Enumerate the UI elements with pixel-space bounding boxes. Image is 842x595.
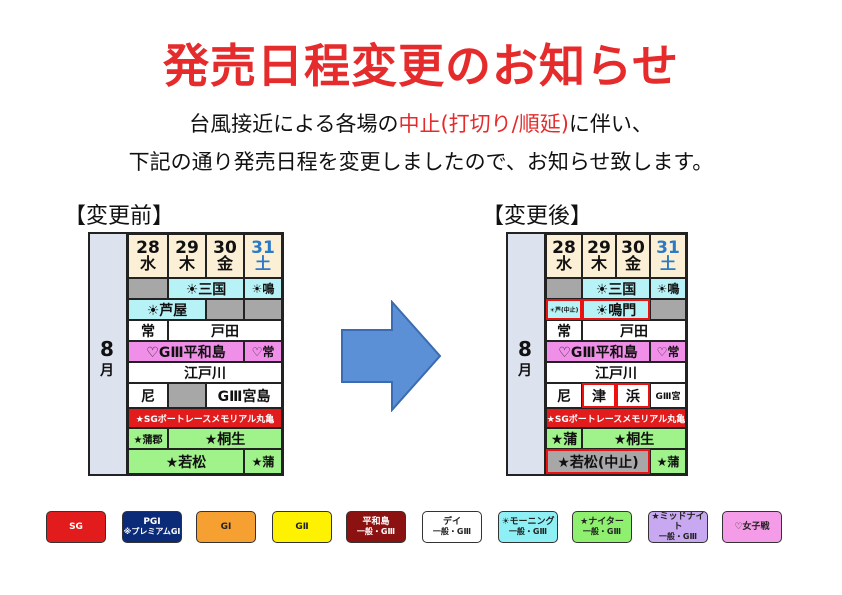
- legend-label: SG: [69, 522, 83, 532]
- legend-item: PGⅠ※プレミアムGⅠ: [122, 511, 182, 543]
- race-kiryu: ★桐生: [168, 428, 282, 449]
- race-naruto: ☀鳴: [650, 278, 686, 299]
- notice-line-1-post: に伴い、: [568, 112, 653, 136]
- before-label: 【変更前】: [64, 204, 175, 229]
- month-column: 8 月: [90, 234, 128, 474]
- race-heiwajima: ♡GⅢ平和島: [546, 341, 650, 362]
- race-amagasaki: 尼: [128, 383, 168, 408]
- legend-label: デイ: [442, 517, 461, 527]
- race-kiryu: ★桐生: [582, 428, 686, 449]
- race-gamagori: ★蒲郡: [128, 428, 168, 449]
- race-miyajima: GⅢ宮: [650, 383, 686, 408]
- legend-item: ♡女子戦: [722, 511, 782, 543]
- notice-line-1-red: 中止(打切り/順延): [398, 112, 569, 136]
- legend-label: GⅠ: [220, 522, 232, 532]
- legend-item: 平和島一般・GⅢ: [346, 511, 406, 543]
- month-column: 8 月: [508, 234, 546, 474]
- legend-sublabel: 一般・GⅢ: [356, 527, 396, 536]
- race-miyajima: GⅢ宮島: [206, 383, 282, 408]
- legend-sublabel: 一般・GⅢ: [508, 527, 548, 536]
- legend-sublabel: 一般・GⅢ: [582, 527, 622, 536]
- legend-label: ♡女子戦: [734, 522, 770, 532]
- race-gamagori-2: ★蒲: [650, 449, 686, 474]
- race-hamanako: 浜: [616, 383, 650, 408]
- race-tokoname-women: ♡常: [244, 341, 282, 362]
- notice-line-1: 台風接近による各場の中止(打切り/順延)に伴い、: [0, 108, 842, 138]
- legend-label: PGⅠ: [143, 517, 161, 527]
- month-number: 8: [100, 337, 114, 361]
- empty-cell: [128, 278, 168, 299]
- legend-item: ★ミッドナイト一般・GⅢ: [648, 511, 708, 543]
- legend-label: 平和島: [362, 517, 390, 527]
- race-gamagori-2: ★蒲: [244, 449, 282, 474]
- race-heiwajima: ♡GⅢ平和島: [128, 341, 244, 362]
- race-edogawa: 江戸川: [546, 362, 686, 383]
- legend-item: ★ナイター一般・GⅢ: [572, 511, 632, 543]
- legend-item: SG: [46, 511, 106, 543]
- race-gamagori: ★蒲: [546, 428, 582, 449]
- legend-label: ★ミッドナイト: [651, 512, 705, 532]
- empty-cell: [206, 299, 244, 320]
- page-title: 発売日程変更のお知らせ: [162, 39, 680, 93]
- right-arrow-icon: [341, 300, 442, 412]
- month-number: 8: [518, 337, 532, 361]
- month-label: 8 月: [508, 338, 542, 382]
- legend-label: ★ナイター: [580, 517, 624, 527]
- legend-label: ☀モーニング: [501, 517, 555, 527]
- legend-sublabel: 一般・GⅢ: [658, 532, 698, 541]
- race-ashiya-cancelled: ☀芦(中止): [546, 299, 582, 320]
- empty-cell: [244, 299, 282, 320]
- race-tokoname: 常: [128, 320, 168, 341]
- race-marugame-sg: ★SGボートレースメモリアル丸亀: [128, 408, 282, 428]
- legend-sublabel: 一般・GⅢ: [432, 527, 472, 536]
- race-edogawa: 江戸川: [128, 362, 282, 383]
- race-amagasaki: 尼: [546, 383, 582, 408]
- race-tsu: 津: [582, 383, 616, 408]
- after-label: 【変更後】: [482, 204, 593, 229]
- race-toda: 戸田: [582, 320, 686, 341]
- legend-item: ☀モーニング一般・GⅢ: [498, 511, 558, 543]
- race-tokoname: 常: [546, 320, 582, 341]
- race-wakamatsu: ★若松: [128, 449, 244, 474]
- legend-sublabel: ※プレミアムGⅠ: [123, 527, 181, 536]
- month-suffix: 月: [518, 363, 532, 379]
- notice-line-2: 下記の通り発売日程を変更しましたので、お知らせ致します。: [128, 150, 714, 174]
- race-ashiya: ☀芦屋: [128, 299, 206, 320]
- race-tokoname-women: ♡常: [650, 341, 686, 362]
- notice-line-1-pre: 台風接近による各場の: [189, 112, 399, 136]
- legend-label: GⅡ: [295, 522, 309, 532]
- race-naruto: ☀鳴: [244, 278, 282, 299]
- legend-item: デイ一般・GⅢ: [422, 511, 482, 543]
- month-label: 8 月: [90, 338, 124, 382]
- race-marugame-sg: ★SGボートレースメモリアル丸亀: [546, 408, 686, 428]
- race-toda: 戸田: [168, 320, 282, 341]
- empty-cell: [168, 383, 206, 408]
- empty-cell: [650, 299, 686, 320]
- race-mikuni: ☀三国: [582, 278, 650, 299]
- race-mikuni: ☀三国: [168, 278, 244, 299]
- legend-item: GⅡ: [272, 511, 332, 543]
- race-naruto-moved: ☀鳴門: [582, 299, 650, 320]
- month-suffix: 月: [100, 363, 114, 379]
- race-wakamatsu-cancelled: ★若松(中止): [546, 449, 650, 474]
- empty-cell: [546, 278, 582, 299]
- legend-item: GⅠ: [196, 511, 256, 543]
